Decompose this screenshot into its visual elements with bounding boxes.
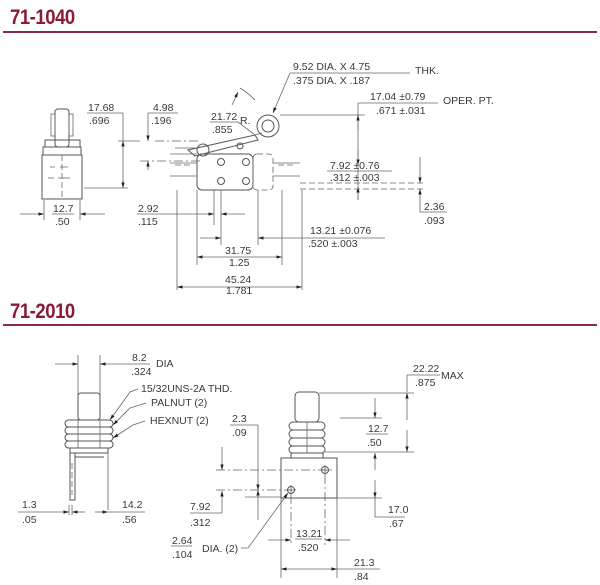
dim-max-height-mm: 22.22 xyxy=(413,363,439,375)
side-view-2010 xyxy=(64,355,114,510)
dim-hole-offset-mm: 2.3 xyxy=(232,413,247,425)
dim-body-length-in: 1.25 xyxy=(229,257,250,269)
dim-body-height-in: .312 ±.003 xyxy=(330,172,380,184)
dim-height-side-mm: 17.68 xyxy=(88,102,114,114)
dim-lever-radius-suffix: R. xyxy=(240,115,251,127)
dim-height-side-in: .696 xyxy=(89,115,110,127)
dim-max-height-in: .875 xyxy=(415,377,436,389)
dim-roller-in: .375 DIA. X .187 xyxy=(293,75,370,87)
dim-oper-pt-suffix: OPER. PT. xyxy=(443,95,494,107)
dim-width-side-in: .50 xyxy=(55,216,70,228)
dim-plunger-dia-mm: 8.2 xyxy=(132,352,147,364)
dim-plunger-dia-in: .324 xyxy=(131,366,152,378)
dim-hole-dia-in: .104 xyxy=(172,549,193,561)
dim-hole-spacing-in: .520 ±.003 xyxy=(308,238,358,250)
dim-terminal-offset-mm: 2.92 xyxy=(138,203,159,215)
drawing-71-2010: 8.2 .324 DIA 15/32UNS-2A THD. PALNUT (2)… xyxy=(18,352,464,583)
dim-body-length-mm: 31.75 xyxy=(225,245,251,257)
dim-hole-spacing-2-in: .520 xyxy=(298,542,319,554)
dim-terminal-width-mm: 14.2 xyxy=(122,499,143,511)
dim-lever-radius-in: .855 xyxy=(212,124,233,136)
dim-terminal-thk-mm: 1.3 xyxy=(22,499,37,511)
dim-bushing-height-mm: 12.7 xyxy=(368,423,389,435)
section-title-71-1040: 71-1040 xyxy=(10,6,75,29)
dim-terminal-offset-in: .115 xyxy=(138,216,158,228)
side-view: 12.7 .50 xyxy=(20,108,105,228)
dim-overall-length-in: 1.781 xyxy=(226,285,252,295)
dim-hole-spacing-2-mm: 13.21 xyxy=(296,528,322,540)
dim-terminal-thk-in: .05 xyxy=(22,514,37,526)
section-divider xyxy=(3,324,597,326)
dim-hole-spacing-mm: 13.21 ±0.076 xyxy=(310,225,371,237)
dim-bushing-height-in: .50 xyxy=(367,437,382,449)
label-thread: 15/32UNS-2A THD. xyxy=(141,383,232,395)
dim-roller-suffix: THK. xyxy=(415,65,439,77)
dim-body-height-mm: 7.92 ±0.76 xyxy=(330,160,380,172)
dim-hole-dia-mm: 2.64 xyxy=(172,535,193,547)
dim-width-side-mm: 12.7 xyxy=(53,203,74,215)
dim-hole-to-bottom-in: .312 xyxy=(190,517,211,529)
dim-overall-length-mm: 45.24 xyxy=(225,274,251,286)
dim-top-offset-mm: 4.98 xyxy=(153,102,174,114)
dim-hole-dia-suffix: DIA. (2) xyxy=(202,543,238,555)
dim-top-offset-in: .196 xyxy=(151,115,172,127)
dim-body-width-mm: 21.3 xyxy=(354,557,375,569)
dim-plunger-dia-suffix: DIA xyxy=(156,358,174,370)
dim-bottom-offset-in: .093 xyxy=(424,215,445,227)
dim-terminal-width-in: .56 xyxy=(122,514,137,526)
dim-body-height-2-in: .67 xyxy=(389,518,404,530)
dim-oper-pt-mm: 17.04 ±0.79 xyxy=(370,91,426,103)
label-hexnut: HEXNUT (2) xyxy=(150,415,209,427)
dim-body-height-2-mm: 17.0 xyxy=(388,504,409,516)
dim-lever-radius-mm: 21.72 xyxy=(211,111,237,123)
section-divider xyxy=(3,31,597,33)
dim-max-height-suffix: MAX xyxy=(441,370,464,382)
front-view-2010 xyxy=(280,391,338,499)
drawing-71-1040: 12.7 .50 17.68 .696 4.98 .196 xyxy=(20,61,494,295)
dim-bottom-offset-mm: 2.36 xyxy=(424,201,445,213)
dim-oper-pt-in: .671 ±.031 xyxy=(376,105,426,117)
dim-body-width-in: .84 xyxy=(354,571,369,583)
dim-roller-mm: 9.52 DIA. X 4.75 xyxy=(293,61,370,73)
dim-hole-offset-in: .09 xyxy=(232,427,247,439)
dim-hole-to-bottom-mm: 7.92 xyxy=(190,501,211,513)
section-title-71-2010: 71-2010 xyxy=(10,300,75,323)
switch-body-front xyxy=(170,114,300,191)
label-palnut: PALNUT (2) xyxy=(151,397,207,409)
